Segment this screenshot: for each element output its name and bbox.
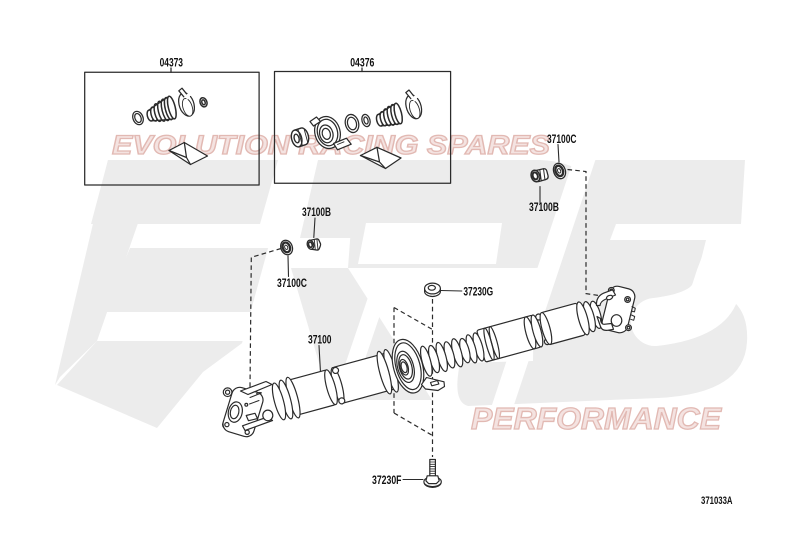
svg-text:37230F: 37230F <box>372 473 402 487</box>
svg-text:37100: 37100 <box>308 333 332 347</box>
svg-text:04373: 04373 <box>160 56 184 70</box>
svg-text:04376: 04376 <box>350 56 374 70</box>
svg-text:37100C: 37100C <box>277 276 307 290</box>
svg-text:37100C: 37100C <box>547 132 577 146</box>
svg-text:PERFORMANCE: PERFORMANCE <box>471 401 722 436</box>
svg-text:371033A: 371033A <box>701 495 733 507</box>
svg-text:37100B: 37100B <box>302 205 331 219</box>
svg-text:37230G: 37230G <box>463 284 493 298</box>
svg-text:37100B: 37100B <box>529 200 559 214</box>
